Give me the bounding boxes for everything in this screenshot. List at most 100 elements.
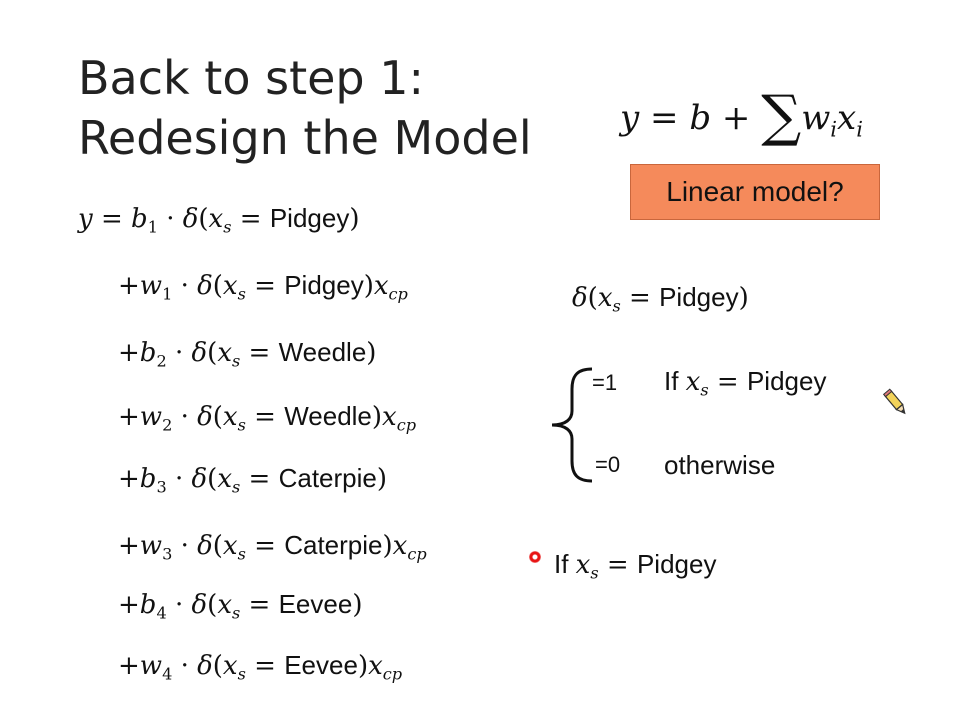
equation-paren: ) — [366, 338, 377, 368]
equation-delta: δ — [197, 531, 213, 561]
equation-equals: = — [245, 271, 285, 301]
equation-equals: = — [240, 590, 279, 620]
equation-dot: · — [172, 651, 198, 681]
case-one-value: =1 — [592, 370, 618, 395]
equation-x: x — [217, 464, 232, 494]
equation-line: +b2 · δ(xs = Weedle) — [118, 337, 377, 371]
equation-x: x — [222, 271, 238, 301]
equation-equals: = — [245, 402, 285, 432]
formula-y: y — [620, 98, 640, 138]
pokemon-name: Pidgey — [269, 203, 350, 233]
equation-line: y = b1 · δ(xs = Pidgey) — [78, 203, 359, 237]
equation-dot: · — [166, 464, 192, 494]
equation-coefficient: b — [139, 590, 157, 620]
equation-dot: · — [172, 531, 198, 561]
equation-paren: ) — [371, 402, 383, 432]
bottom-note-name: Pidgey — [636, 549, 717, 579]
equation-coefficient: b — [131, 204, 148, 234]
equation-subscript: 2 — [156, 351, 167, 371]
equation-plus: + — [118, 271, 140, 301]
case-one-if: If — [664, 366, 686, 396]
equation-sub-cp: cp — [407, 544, 427, 564]
equation-paren: ( — [212, 271, 223, 301]
equation-coefficient: w — [139, 271, 163, 301]
equation-coefficient: w — [139, 651, 163, 681]
pokemon-name: Caterpie — [278, 463, 377, 493]
equation-equals: = — [245, 531, 285, 561]
equation-sub-s: s — [231, 477, 241, 497]
equation-subscript: 1 — [147, 217, 158, 237]
equation-sub-s: s — [237, 544, 246, 564]
equation-equals: = — [231, 204, 270, 234]
equation-coefficient: b — [139, 464, 157, 494]
bottom-note: If xs = Pidgey — [554, 549, 717, 583]
slide-title: Back to step 1: Redesign the Model — [78, 48, 532, 168]
bottom-note-if: If — [554, 549, 576, 579]
equation-x: x — [222, 531, 238, 561]
equation-subscript: 4 — [162, 664, 173, 684]
equation-paren: ( — [207, 464, 218, 494]
pencil-cursor-icon — [883, 388, 906, 415]
equation-paren: ( — [212, 531, 223, 561]
title-line-2: Redesign the Model — [78, 111, 532, 165]
equation-x: x — [217, 338, 232, 368]
equation-line: +w3 · δ(xs = Caterpie)xcp — [118, 530, 427, 564]
laser-pointer-icon — [529, 551, 541, 563]
equation-delta: δ — [191, 338, 208, 368]
case-one-condition: If xs = Pidgey — [664, 366, 827, 400]
equation-paren: ( — [212, 402, 223, 432]
equation-plus: + — [118, 590, 140, 620]
equation-paren: ( — [198, 204, 209, 234]
equation-delta: δ — [191, 464, 208, 494]
case-zero-value: =0 — [595, 452, 621, 477]
formula-w: w — [801, 98, 831, 138]
pokemon-name: Pidgey — [284, 270, 364, 300]
equation-equals: = — [240, 464, 279, 494]
equation-equals: = — [240, 338, 279, 368]
equation-coefficient: b — [139, 338, 157, 368]
equation-paren: ) — [357, 651, 369, 681]
equation-x-cp: x — [392, 531, 408, 561]
formula-plus: + — [711, 98, 762, 138]
equation-subscript: 2 — [162, 415, 173, 435]
equation-subscript: 4 — [156, 603, 167, 623]
equation-sub-s: s — [237, 415, 246, 435]
linear-model-formula: y = b + ∑wixi — [620, 78, 863, 149]
equation-equals: = — [245, 651, 285, 681]
equation-dot: · — [166, 590, 192, 620]
equation-paren: ( — [212, 651, 223, 681]
linear-model-question-box: Linear model? — [630, 164, 880, 220]
delta-definition: δ(xs = Pidgey) — [572, 282, 749, 316]
equation-x-cp: x — [373, 271, 389, 301]
equation-line: +w4 · δ(xs = Eevee)xcp — [118, 650, 403, 684]
title-line-1: Back to step 1: — [78, 51, 424, 105]
equation-coefficient: w — [139, 531, 163, 561]
pokemon-name: Caterpie — [284, 530, 383, 560]
equation-plus: + — [118, 402, 140, 432]
equation-subscript: 1 — [162, 284, 173, 304]
equation-delta: δ — [197, 271, 213, 301]
equation-line: +b4 · δ(xs = Eevee) — [118, 589, 362, 623]
equation-line: +w2 · δ(xs = Weedle)xcp — [118, 401, 416, 435]
equation-paren: ) — [363, 271, 374, 301]
equation-delta: δ — [197, 651, 213, 681]
equation-delta: δ — [182, 204, 199, 234]
formula-b: b — [689, 98, 712, 138]
pokemon-name: Weedle — [284, 401, 372, 431]
formula-equals: = — [639, 98, 690, 138]
equation-subscript: 3 — [162, 544, 173, 564]
case-one-name: Pidgey — [746, 366, 827, 396]
equation-dot: · — [172, 271, 198, 301]
equation-sub-s: s — [237, 284, 246, 304]
equation-sub-cp: cp — [382, 664, 403, 684]
delta-definition-name: Pidgey — [659, 282, 739, 312]
equation-x: x — [217, 590, 232, 620]
pokemon-name: Weedle — [278, 337, 367, 367]
equation-delta: δ — [197, 402, 213, 432]
equation-coefficient: w — [139, 402, 163, 432]
equation-dot: · — [166, 338, 192, 368]
equation-sub-s: s — [231, 351, 241, 371]
equation-x: x — [222, 402, 238, 432]
pokemon-name: Eevee — [284, 650, 358, 680]
